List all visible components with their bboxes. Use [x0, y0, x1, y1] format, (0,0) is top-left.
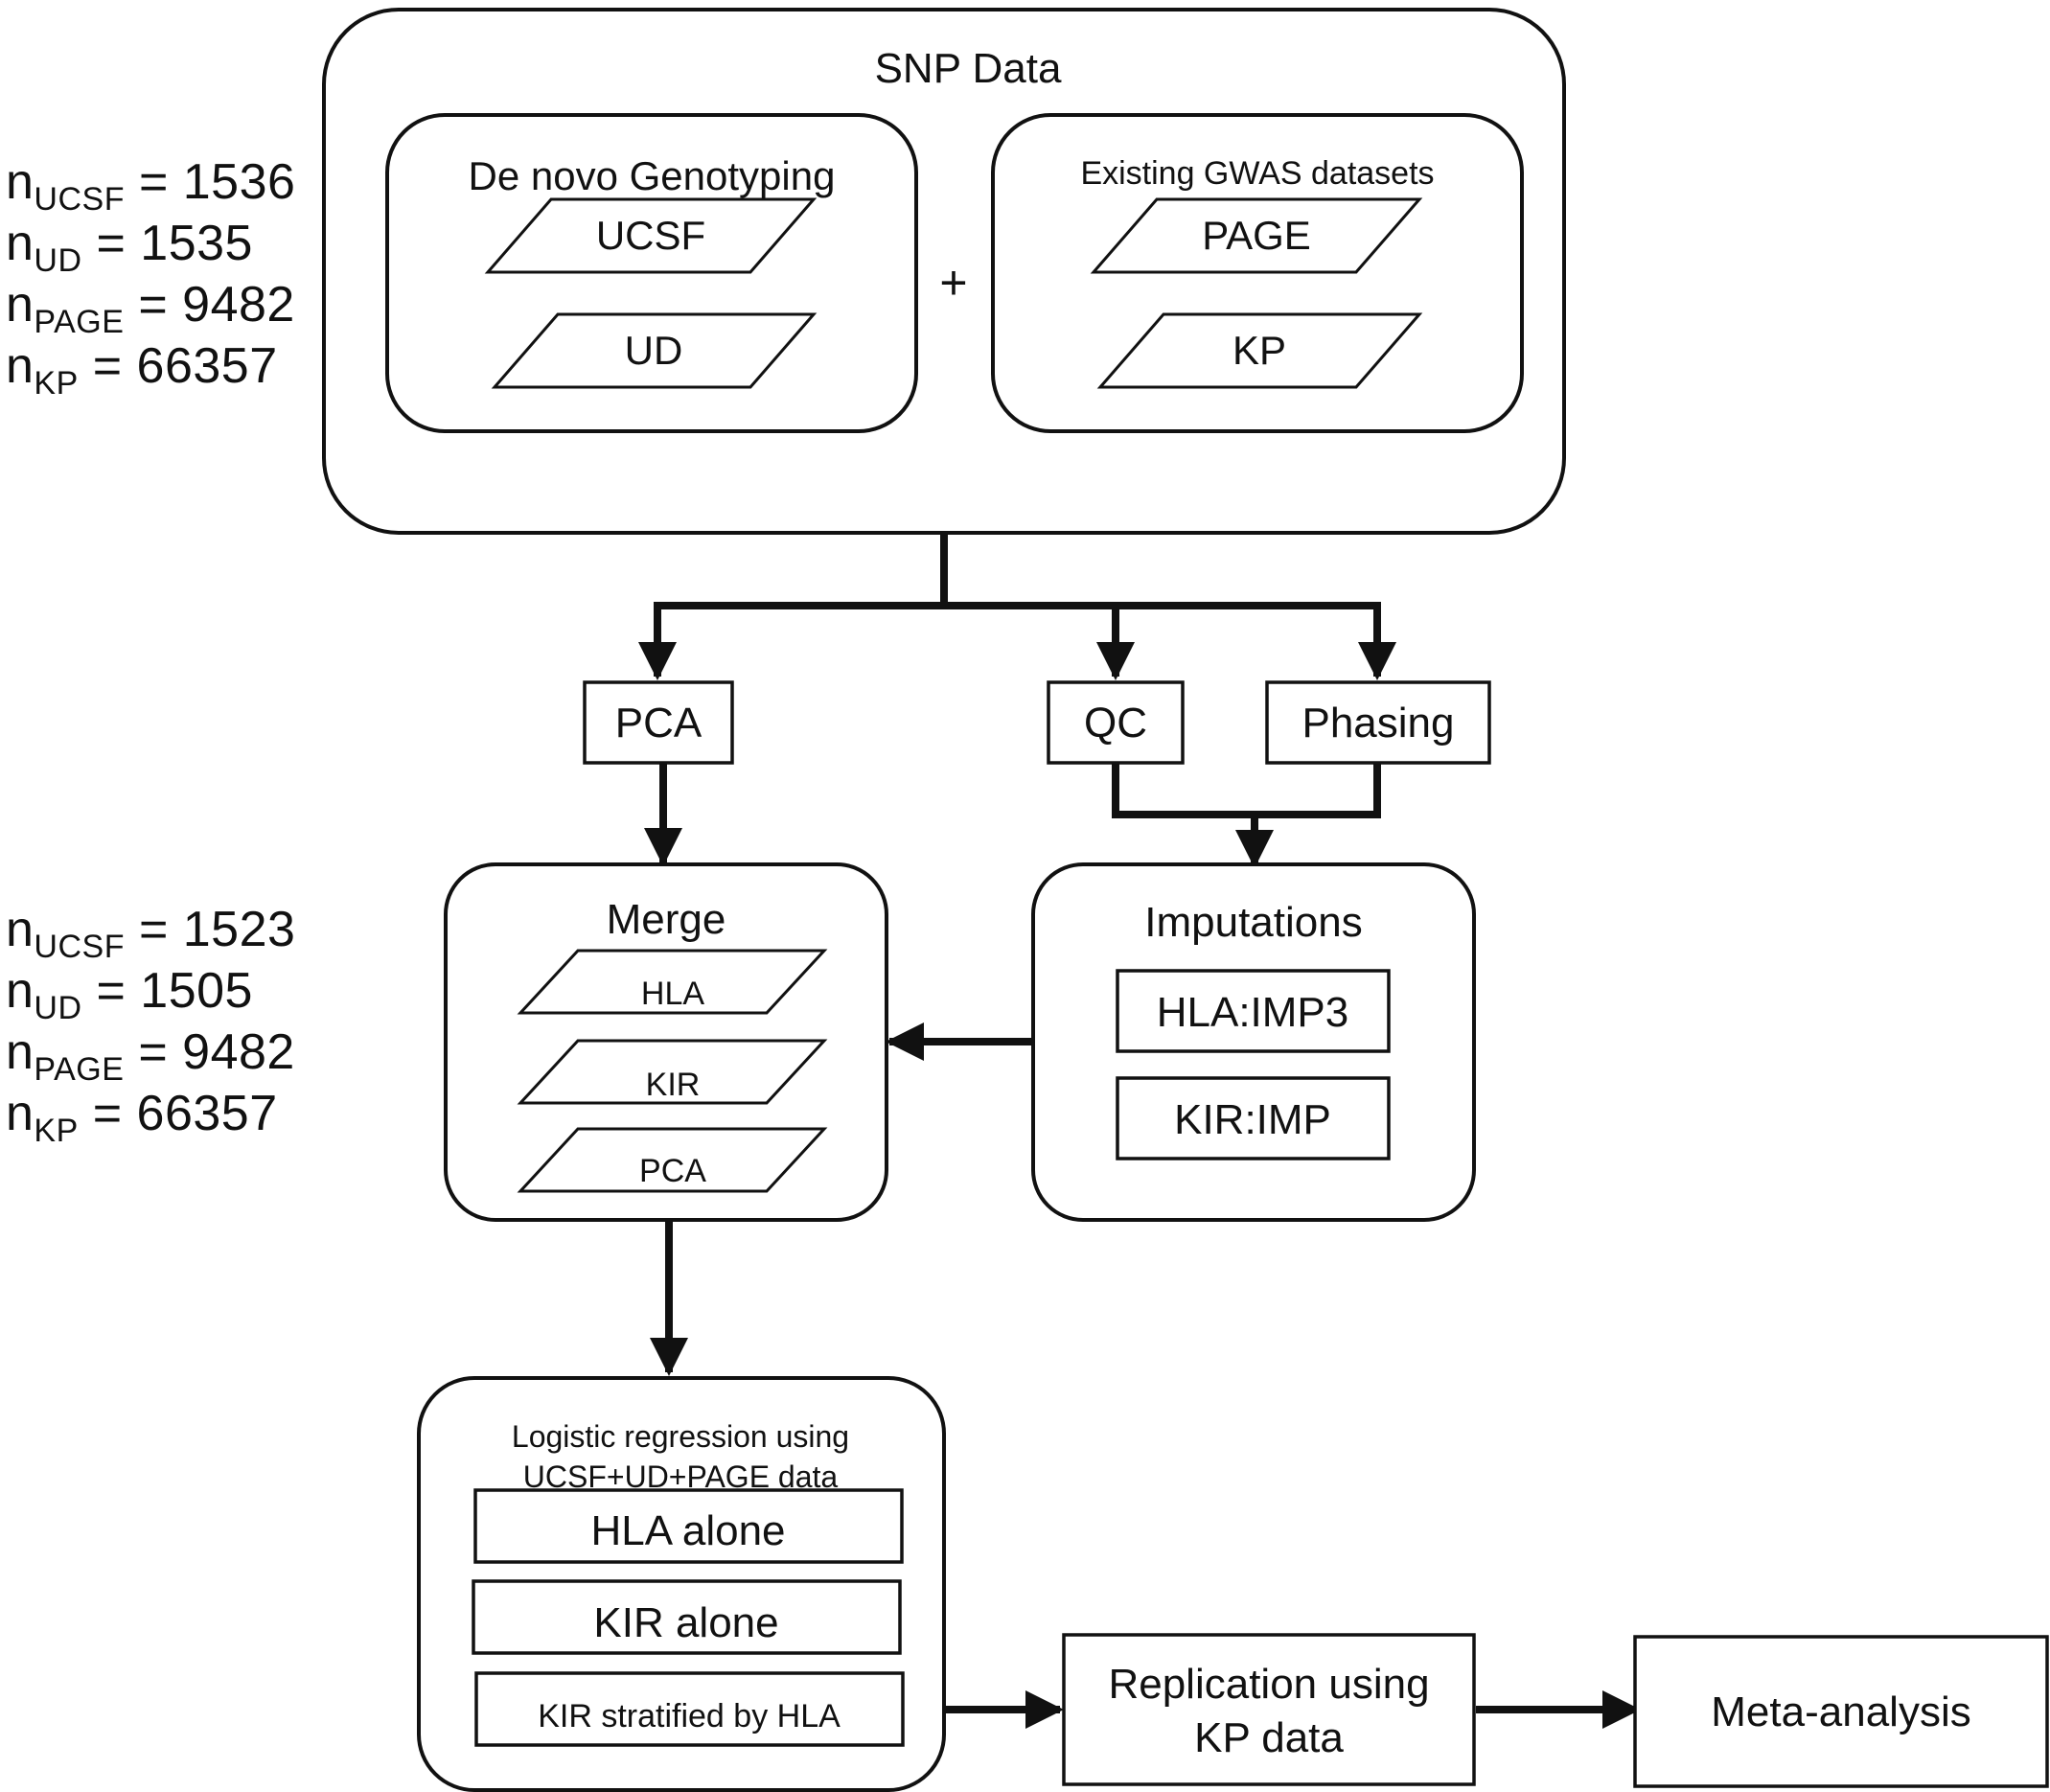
pca-step-label: PCA — [615, 700, 703, 747]
regression-hla-alone-label: HLA alone — [590, 1507, 785, 1554]
replication-box: Replication using KP data — [1062, 1633, 1476, 1786]
count-row-ucsf: nUCSF = 1536 — [6, 154, 296, 218]
dataset-ucsf-shape — [484, 197, 818, 274]
merge-hla-label: HLA — [641, 976, 704, 1012]
phasing-step-label: Phasing — [1301, 700, 1454, 747]
meta-analysis-box: Meta-analysis — [1633, 1635, 2049, 1788]
regression-kir-stratified-label: KIR stratified by HLA — [538, 1698, 841, 1735]
regression-kir-alone-box — [472, 1579, 902, 1655]
replication-label-line-1: Replication using — [1108, 1661, 1429, 1708]
regression-kir-stratified-box — [474, 1671, 905, 1747]
imputation-kir-label: KIR:IMP — [1174, 1096, 1331, 1143]
count-row-ud: nUD = 1505 — [6, 963, 253, 1026]
merge-pca-shape — [517, 1127, 828, 1193]
merge-panel: Merge HLA KIR PCA — [444, 862, 888, 1222]
regression-hla-alone-box — [473, 1488, 904, 1564]
existing-gwas-panel: Existing GWAS datasets PAGE KP — [991, 113, 1524, 433]
logistic-regression-panel: Logistic regression using UCSF+UD+PAGE d… — [417, 1376, 946, 1792]
regression-kir-alone-label: KIR alone — [593, 1599, 778, 1646]
replication-label-line-2: KP data — [1194, 1714, 1344, 1761]
count-row-page: nPAGE = 9482 — [6, 277, 295, 340]
count-row-page: nPAGE = 9482 — [6, 1024, 295, 1088]
pca-step-box: PCA — [583, 680, 734, 765]
qc-step-label: QC — [1084, 700, 1147, 747]
dataset-ud-label: UD — [625, 328, 683, 373]
snp-data-panel: SNP Data De novo Genotyping UCSF UD + Ex… — [322, 8, 1566, 535]
merge-title: Merge — [607, 896, 726, 943]
dataset-page-label: PAGE — [1202, 213, 1311, 258]
sample-counts-initial: nUCSF = 1536 nUD = 1535 nPAGE = 9482 nKP… — [6, 151, 296, 402]
meta-analysis-label: Meta-analysis — [1711, 1689, 1970, 1735]
imputation-kir-box — [1116, 1076, 1391, 1160]
de-novo-genotyping-panel: De novo Genotyping UCSF UD — [385, 113, 918, 433]
phasing-step-box: Phasing — [1265, 680, 1491, 765]
dataset-page-shape — [1090, 197, 1423, 274]
dataset-kp-shape — [1096, 312, 1423, 389]
merge-kir-label: KIR — [646, 1067, 701, 1103]
regression-title-line-1: Logistic regression using — [512, 1419, 849, 1454]
imputation-hla-label: HLA:IMP3 — [1157, 989, 1349, 1036]
sample-counts-after-qc: nUCSF = 1523 nUD = 1505 nPAGE = 9482 nKP… — [6, 899, 296, 1149]
count-row-kp: nKP = 66357 — [6, 338, 278, 402]
merge-hla-shape — [517, 949, 828, 1015]
dataset-ud-shape — [491, 312, 818, 389]
count-row-kp: nKP = 66357 — [6, 1086, 278, 1149]
de-novo-title: De novo Genotyping — [469, 153, 836, 198]
imputation-hla-box — [1116, 969, 1391, 1053]
plus-sign: + — [939, 256, 967, 310]
qc-step-box: QC — [1047, 680, 1185, 765]
regression-title-line-2: UCSF+UD+PAGE data — [523, 1459, 839, 1494]
qc-phasing-join — [1112, 763, 1381, 818]
count-row-ucsf: nUCSF = 1523 — [6, 902, 296, 965]
snp-data-title: SNP Data — [875, 45, 1062, 92]
imputations-panel: Imputations HLA:IMP3 KIR:IMP — [1031, 862, 1476, 1222]
merge-kir-shape — [517, 1039, 828, 1105]
dataset-ucsf-label: UCSF — [596, 213, 705, 258]
imputations-title: Imputations — [1144, 899, 1362, 946]
dataset-kp-label: KP — [1232, 328, 1286, 373]
count-row-ud: nUD = 1535 — [6, 216, 253, 279]
existing-gwas-title: Existing GWAS datasets — [1080, 155, 1434, 192]
merge-pca-label: PCA — [639, 1153, 706, 1189]
